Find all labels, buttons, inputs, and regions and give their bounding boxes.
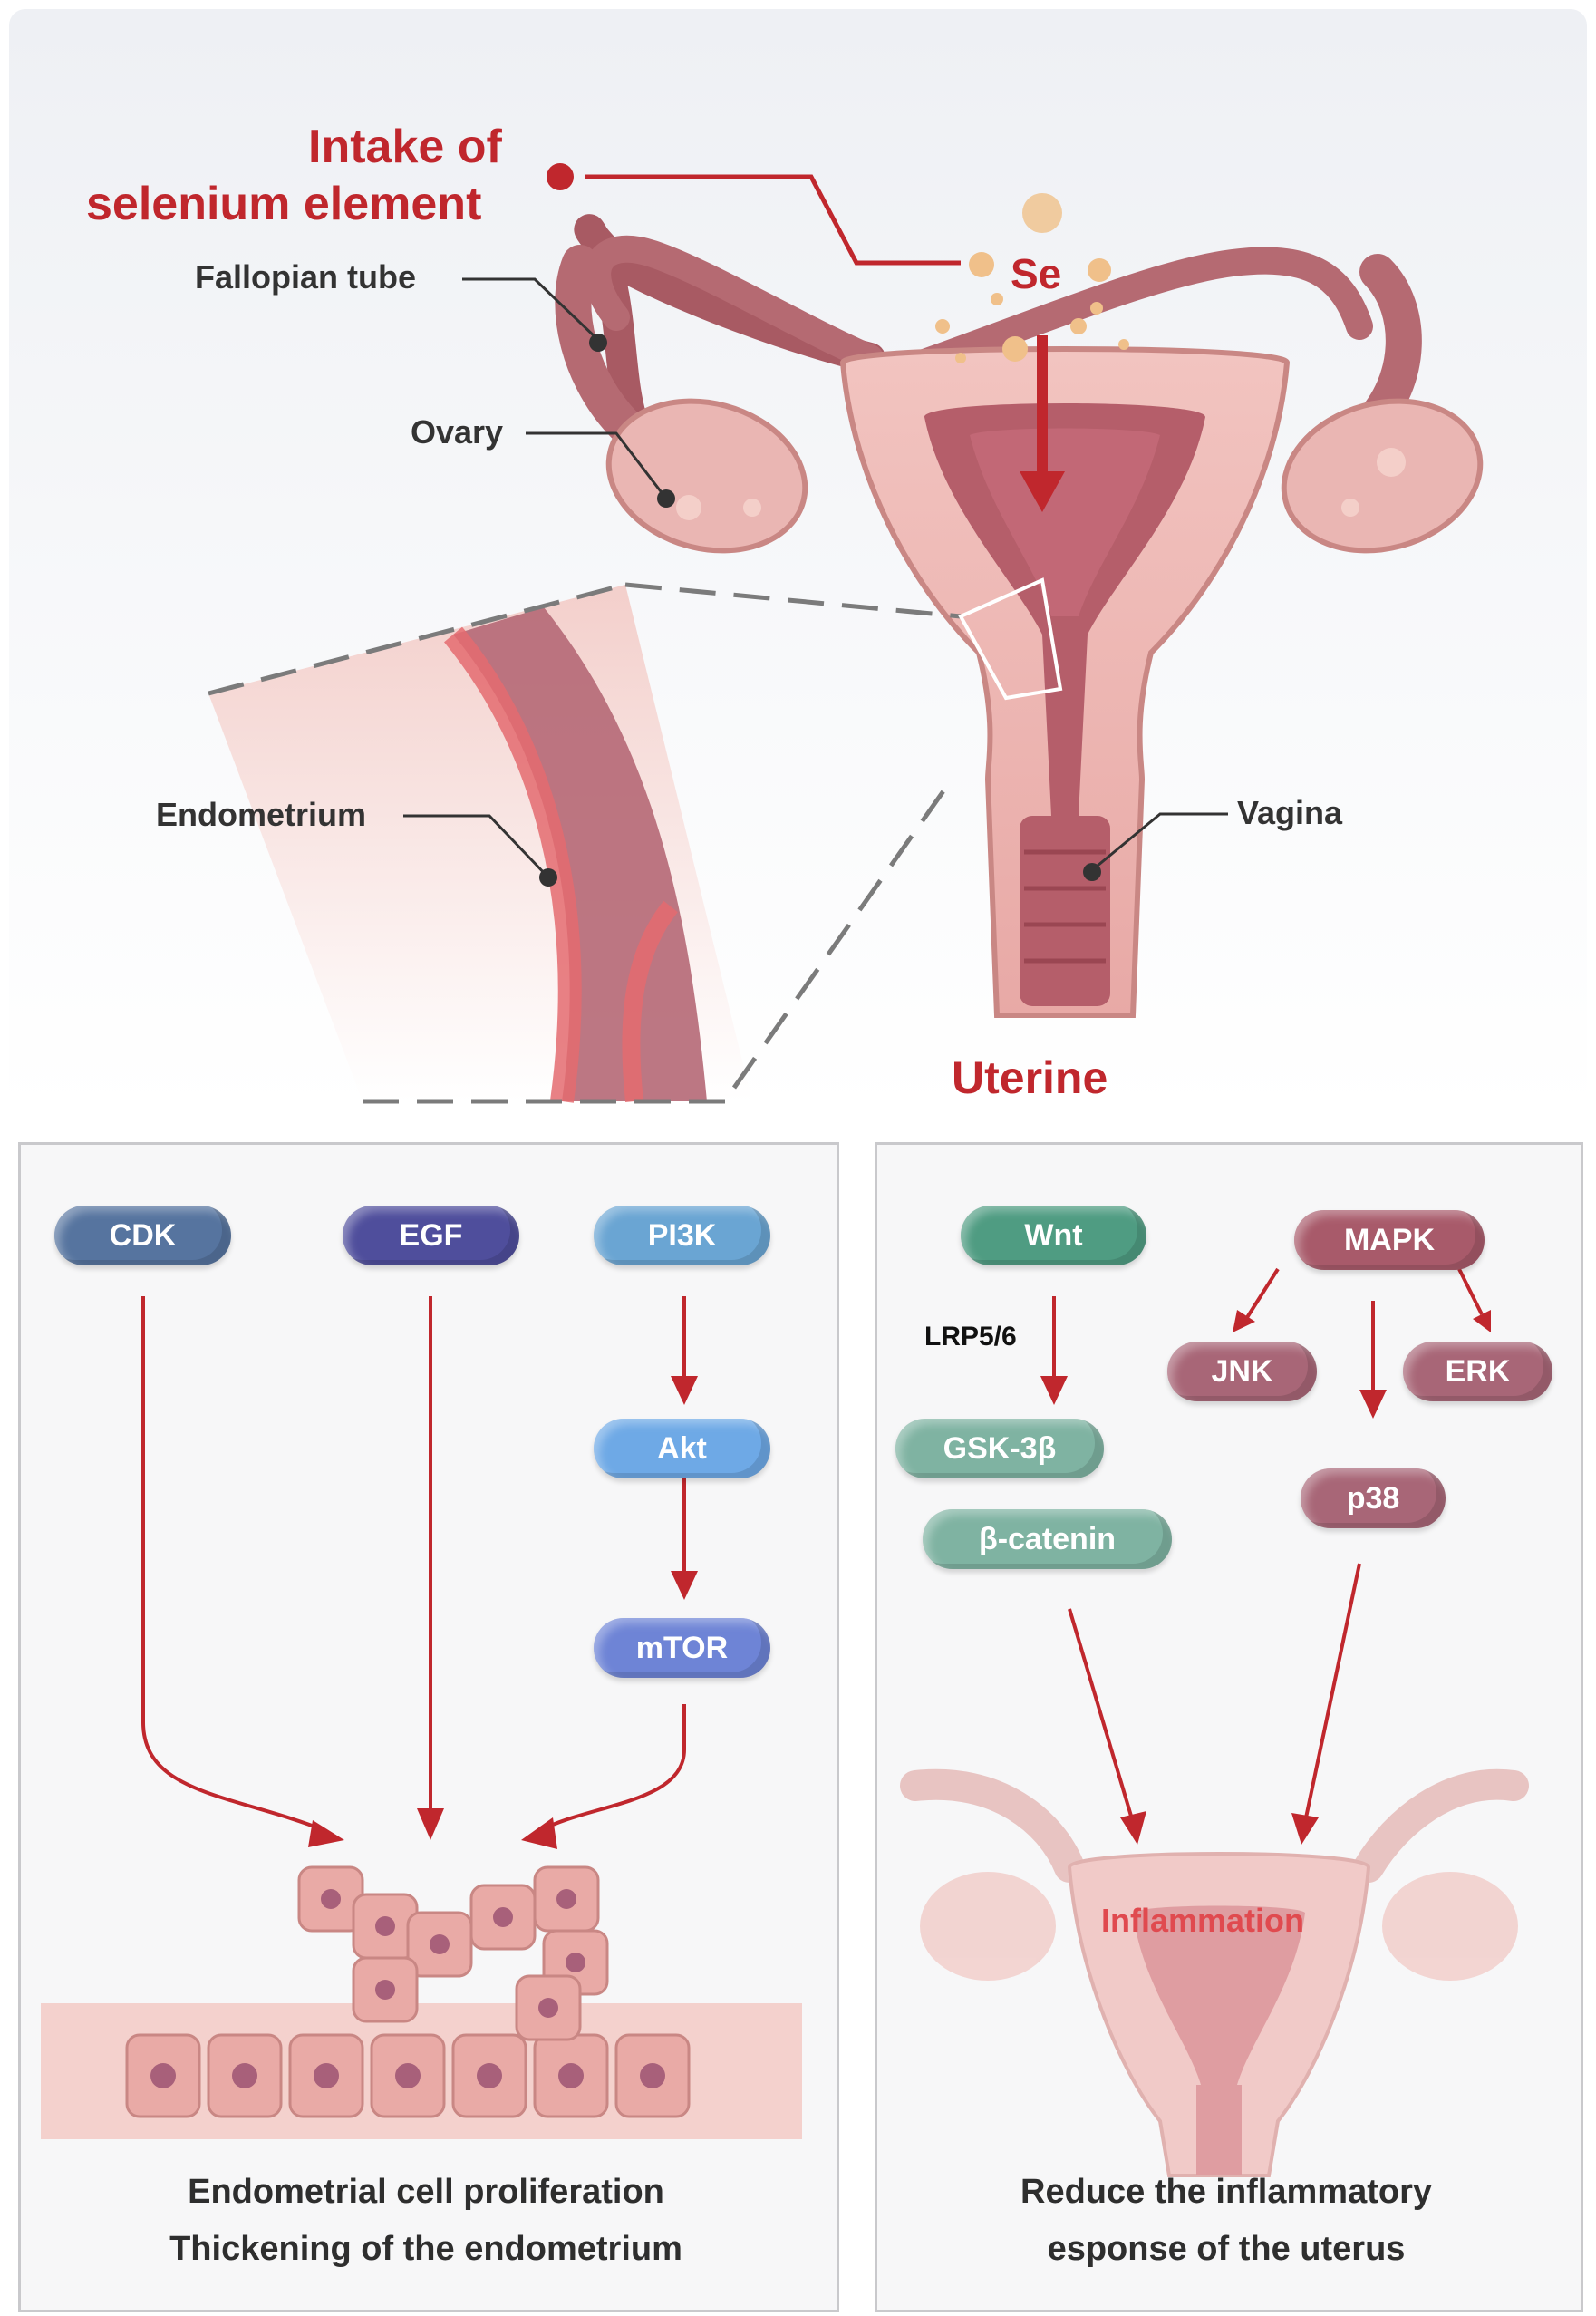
mtor-node: mTOR — [594, 1618, 770, 1678]
pi3k-node: PI3K — [594, 1206, 770, 1265]
inflammation-panel — [875, 1142, 1583, 2312]
endometrium-label: Endometrium — [156, 796, 367, 833]
inflammation-label: Inflammation — [1101, 1902, 1305, 1939]
ovary-label: Ovary — [411, 413, 504, 451]
left-caption-line2: Thickening of the endometrium — [169, 2230, 682, 2268]
top-illustration — [9, 9, 1587, 1110]
intake-dot — [547, 163, 574, 190]
left-caption-line1: Endometrial cell proliferation — [188, 2173, 664, 2211]
akt-node: Akt — [594, 1419, 770, 1478]
uterus-illustration — [839, 335, 1291, 1018]
uterine-label: Uterine — [952, 1052, 1108, 1103]
jnk-node: JNK — [1167, 1342, 1317, 1401]
p38-node: p38 — [1301, 1468, 1446, 1528]
beta-catenin-node: β-catenin — [923, 1509, 1172, 1569]
egf-node: EGF — [343, 1206, 519, 1265]
intake-label-line2: selenium element — [86, 178, 482, 230]
intake-label-line1: Intake of — [308, 121, 502, 173]
fallopian-tube-left — [574, 214, 885, 441]
mapk-node: MAPK — [1294, 1210, 1485, 1270]
erk-node: ERK — [1403, 1342, 1552, 1401]
right-caption-line2: esponse of the uterus — [1047, 2230, 1406, 2268]
vagina-label: Vagina — [1237, 794, 1343, 831]
fallopian-tube-label: Fallopian tube — [195, 258, 417, 296]
selenium-particles — [935, 193, 1129, 363]
cdk-node: CDK — [54, 1206, 231, 1265]
right-caption-line1: Reduce the inflammatory — [1020, 2173, 1432, 2211]
lrp-label: LRP5/6 — [924, 1322, 1017, 1352]
se-label: Se — [1011, 250, 1062, 297]
proliferation-panel — [18, 1142, 839, 2312]
wnt-node: Wnt — [961, 1206, 1146, 1265]
endometrium-zoom — [208, 577, 1063, 1104]
gsk-node: GSK-3β — [895, 1419, 1104, 1478]
